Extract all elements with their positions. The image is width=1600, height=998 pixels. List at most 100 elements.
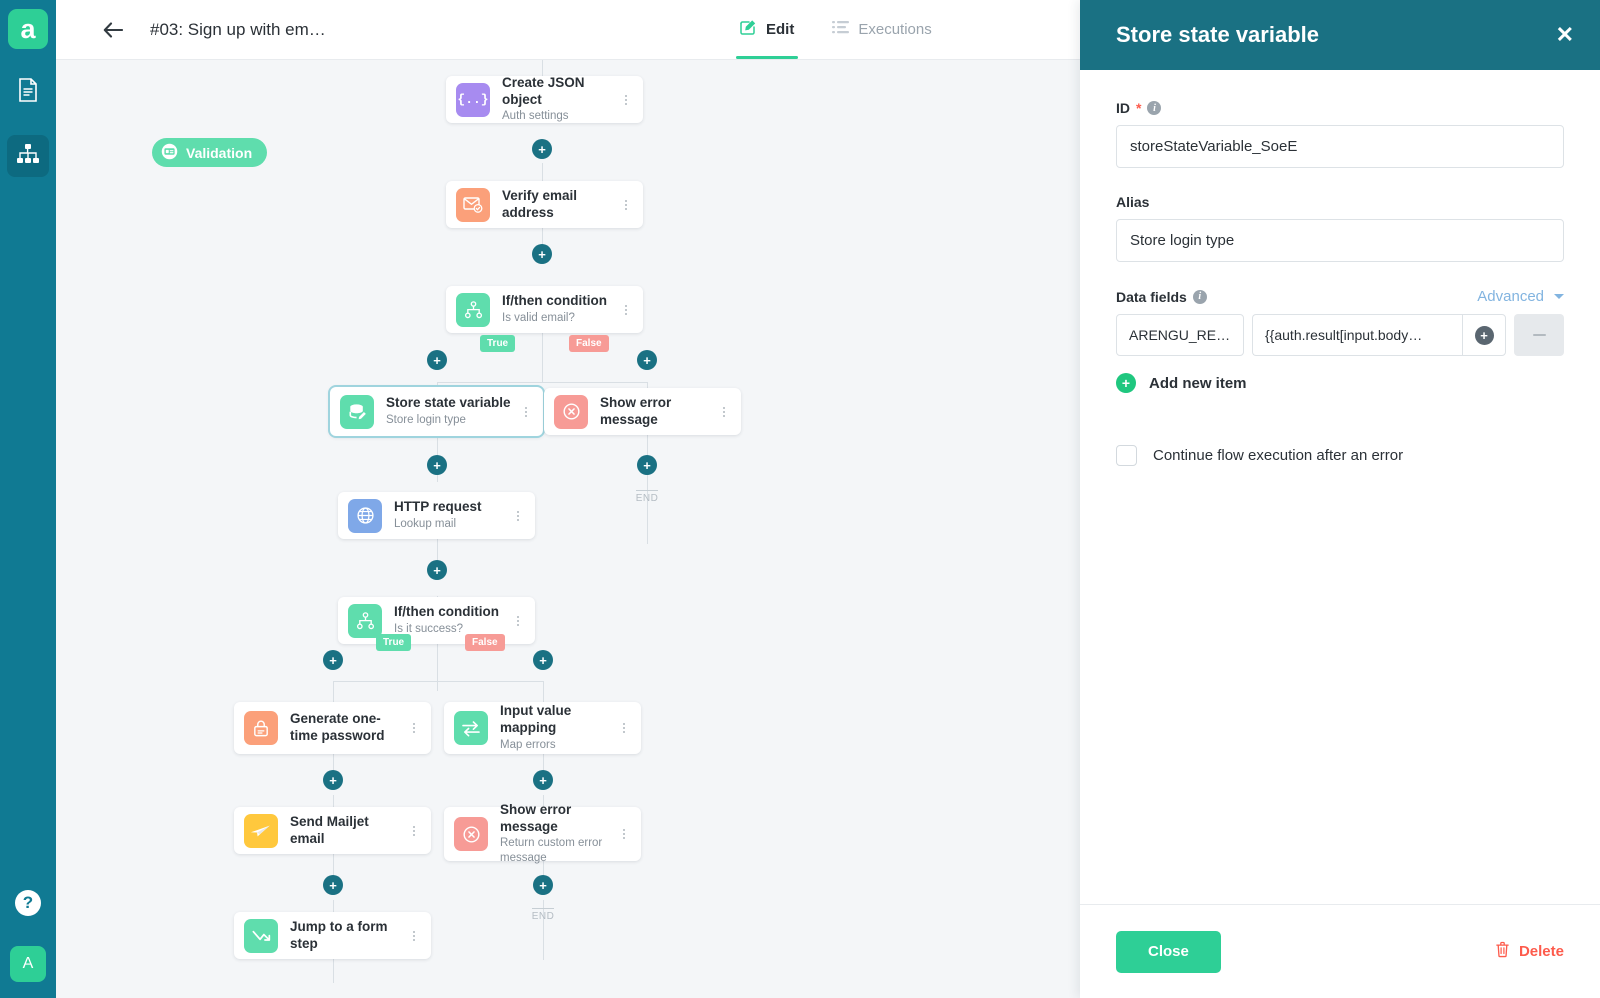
add-step-button[interactable]: + (427, 350, 447, 370)
branch-flag-false: False (569, 335, 609, 352)
node-send-mailjet-email[interactable]: Send Mailjet email (234, 807, 431, 854)
node-if-then-is-it-success[interactable]: If/then condition Is it success? (338, 597, 535, 644)
node-if-then-is-valid-email[interactable]: If/then condition Is valid email? (446, 286, 643, 333)
id-field-group: ID * i (1116, 100, 1564, 168)
node-text: Store state variable Store login type (386, 395, 519, 428)
node-subtitle: Return custom error message (500, 837, 603, 865)
plus-circle-icon: + (1474, 325, 1494, 345)
node-subtitle: Lookup mail (394, 517, 457, 530)
data-fields-label-text: Data fields (1116, 288, 1187, 305)
add-step-button[interactable]: + (323, 650, 343, 670)
node-menu-icon[interactable] (511, 615, 525, 626)
close-button[interactable]: Close (1116, 930, 1221, 973)
edge-segment (542, 346, 543, 382)
documents-icon (17, 77, 39, 107)
badge-validation[interactable]: Validation (152, 138, 268, 167)
node-menu-icon[interactable] (717, 406, 731, 417)
tab-bar: Edit Executions (728, 0, 944, 59)
add-step-button[interactable]: + (637, 350, 657, 370)
add-step-button[interactable]: + (533, 875, 553, 895)
sidebar-item-flows[interactable] (7, 135, 49, 177)
node-jump-to-form-step[interactable]: Jump to a form step (234, 912, 431, 959)
alias-input[interactable] (1116, 219, 1564, 262)
add-step-button[interactable]: + (323, 770, 343, 790)
info-icon[interactable]: i (1147, 101, 1162, 115)
node-menu-icon[interactable] (617, 723, 631, 733)
node-title: Show error message (600, 394, 672, 427)
continue-flow-checkbox[interactable] (1116, 445, 1137, 466)
continue-flow-row: Continue flow execution after an error (1116, 445, 1564, 466)
add-step-button[interactable]: + (427, 455, 447, 475)
sidebar-item-documents[interactable] (7, 71, 49, 113)
help-icon[interactable]: ? (15, 890, 41, 916)
node-menu-icon[interactable] (619, 199, 633, 210)
node-menu-icon[interactable] (407, 825, 421, 836)
node-create-json-object[interactable]: {..} Create JSON object Auth settings (446, 75, 643, 123)
store-state-variable-panel: Store state variable ✕ ID * i Alias (1080, 0, 1600, 998)
node-text: Show error message (600, 395, 717, 429)
add-step-button[interactable]: + (533, 770, 553, 790)
node-text: HTTP request Lookup mail (394, 499, 511, 532)
panel-title: Store state variable (1116, 22, 1319, 47)
minus-icon (1532, 334, 1546, 336)
end-label: END (531, 911, 555, 922)
data-field-key-input[interactable] (1116, 314, 1244, 356)
add-step-button[interactable]: + (427, 560, 447, 580)
node-subtitle: Auth settings (502, 110, 569, 123)
advanced-label: Advanced (1477, 288, 1544, 305)
add-step-button[interactable]: + (532, 139, 552, 159)
add-step-button[interactable]: + (532, 244, 552, 264)
node-show-error-message-1[interactable]: Show error message (544, 388, 741, 435)
node-input-value-mapping[interactable]: Input value mapping Map errors (444, 702, 641, 754)
branch-icon (348, 603, 382, 638)
edge-segment (437, 656, 438, 691)
node-menu-icon[interactable] (619, 304, 633, 315)
add-new-item-label: Add new item (1149, 374, 1247, 392)
node-menu-icon[interactable] (619, 94, 633, 105)
node-subtitle: Store login type (386, 413, 466, 426)
delete-button[interactable]: Delete (1495, 941, 1564, 962)
node-store-state-variable[interactable]: Store state variable Store login type (330, 387, 543, 436)
insert-variable-button[interactable]: + (1462, 314, 1506, 356)
add-step-button[interactable]: + (323, 875, 343, 895)
tab-executions[interactable]: Executions (820, 0, 943, 59)
id-input[interactable] (1116, 125, 1564, 168)
error-circle-icon (554, 394, 588, 429)
node-menu-icon[interactable] (617, 829, 631, 839)
add-step-button[interactable]: + (637, 455, 657, 475)
node-verify-email-address[interactable]: Verify email address (446, 181, 643, 228)
node-generate-one-time-password[interactable]: Generate one-time password (234, 702, 431, 754)
node-menu-icon[interactable] (519, 406, 533, 417)
advanced-dropdown[interactable]: Advanced (1477, 288, 1564, 305)
app-logo[interactable]: a (8, 9, 48, 49)
close-icon[interactable]: ✕ (1555, 22, 1574, 47)
mailjet-icon (244, 813, 278, 848)
node-title: Verify email address (502, 187, 578, 220)
info-icon[interactable]: i (1192, 289, 1207, 304)
avatar[interactable]: A (10, 946, 46, 982)
node-menu-icon[interactable] (407, 723, 421, 733)
alias-field-group: Alias (1116, 194, 1564, 262)
page-title: #03: Sign up with em… (150, 19, 326, 39)
remove-data-field-button[interactable] (1514, 314, 1564, 356)
continue-flow-label: Continue flow execution after an error (1153, 447, 1404, 464)
branch-flag-true: True (376, 634, 412, 651)
edge-branch-bar (437, 382, 647, 383)
edge-segment (543, 735, 544, 783)
tab-edit-label: Edit (766, 20, 795, 38)
add-new-item-button[interactable]: + Add new item (1116, 373, 1564, 393)
node-text: Generate one-time password (290, 711, 407, 745)
delete-label: Delete (1518, 943, 1564, 960)
node-menu-icon[interactable] (511, 510, 525, 521)
branch-flag-false: False (465, 634, 505, 651)
node-menu-icon[interactable] (407, 930, 421, 941)
data-field-value-input[interactable] (1252, 314, 1462, 356)
back-button[interactable] (96, 13, 130, 47)
envelope-check-icon (456, 187, 490, 222)
node-http-request[interactable]: HTTP request Lookup mail (338, 492, 535, 539)
tab-edit[interactable]: Edit (728, 0, 806, 59)
add-step-button[interactable]: + (533, 650, 553, 670)
node-show-error-message-2[interactable]: Show error message Return custom error m… (444, 802, 641, 864)
panel-body: ID * i Alias Data fields i (1080, 70, 1600, 904)
node-title: Show error message (500, 801, 572, 834)
